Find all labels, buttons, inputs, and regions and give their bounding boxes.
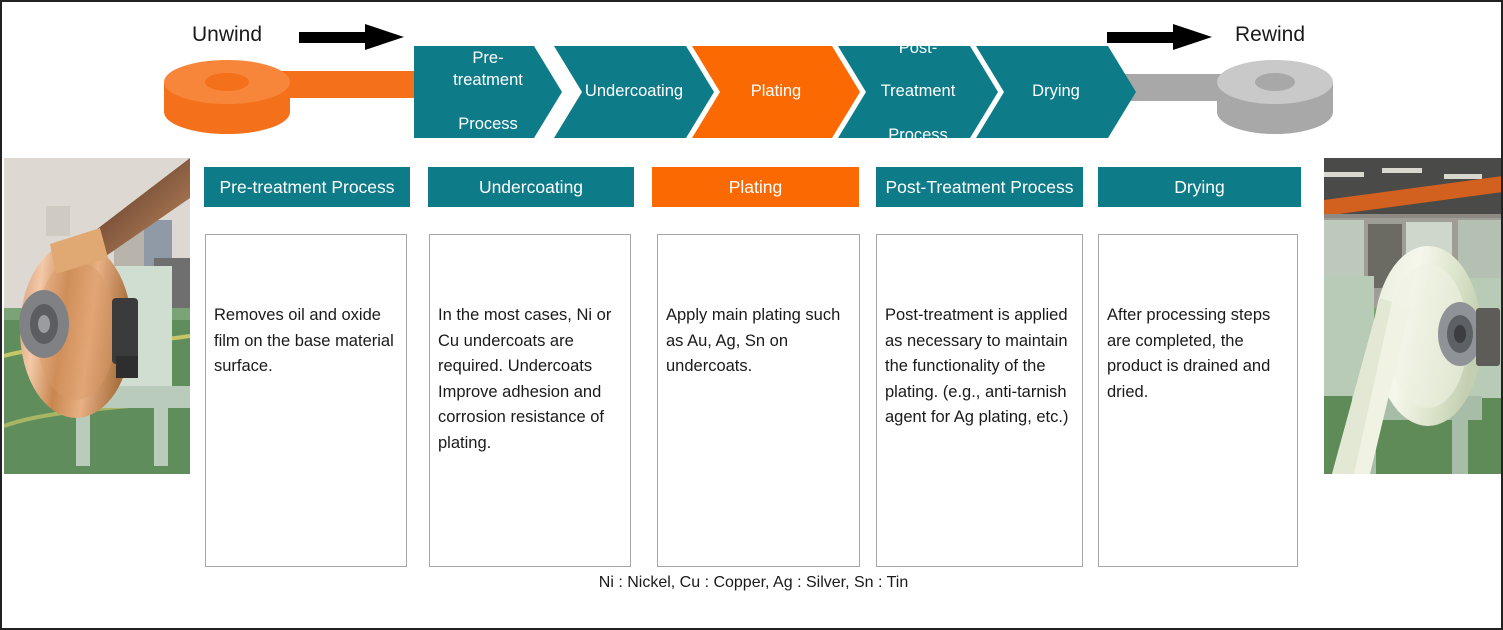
rewind-label: Rewind: [1235, 23, 1306, 46]
card-header[interactable]: Post-Treatment Process: [876, 167, 1083, 207]
card-body: After processing steps are completed, th…: [1098, 234, 1298, 567]
card-description: Apply main plating such as Au, Ag, Sn on…: [666, 306, 841, 376]
chevron-label: Post- Treatment Process: [853, 38, 984, 144]
chevron-label-line: Pre-treatment: [453, 49, 523, 90]
card-pre-treatment-process: Pre-treatment Process Removes oil and ox…: [204, 167, 410, 567]
card-description: After processing steps are completed, th…: [1107, 306, 1271, 401]
arrow-right-icon: [299, 24, 404, 50]
card-header[interactable]: Undercoating: [428, 167, 634, 207]
card-description: In the most cases, Ni or Cu undercoats a…: [438, 306, 612, 452]
card-description: Removes oil and oxide film on the base m…: [214, 306, 394, 376]
chevron-label-line: Process: [458, 114, 518, 133]
card-undercoating: Undercoating In the most cases, Ni or Cu…: [428, 167, 634, 567]
card-plating: Plating Apply main plating such as Au, A…: [652, 167, 860, 567]
chevron-label-line: Post-: [898, 38, 938, 57]
arrow-right-icon: [1107, 24, 1212, 50]
chevron-label-line: Process: [888, 125, 948, 144]
chevron-label-line: Treatment: [880, 82, 956, 101]
unwind-photo: [4, 158, 190, 474]
card-post-treatment-process: Post-Treatment Process Post-treatment is…: [876, 167, 1083, 567]
card-body: Removes oil and oxide film on the base m…: [205, 234, 407, 567]
card-body: Apply main plating such as Au, Ag, Sn on…: [657, 234, 860, 567]
card-header[interactable]: Plating: [652, 167, 859, 207]
plated-coil-icon: [1217, 60, 1333, 134]
chevron-label: Undercoating: [584, 82, 684, 101]
copper-coil-icon: [164, 60, 290, 134]
card-title: Drying: [1174, 176, 1225, 197]
card-title: Plating: [728, 176, 783, 197]
process-flow-band: Unwind Rewind: [2, 2, 1501, 154]
card-drying: Drying After processing steps are comple…: [1098, 167, 1301, 567]
chevron-step-pre-treatment-process[interactable]: Pre-treatment Process: [414, 46, 562, 138]
card-header[interactable]: Drying: [1098, 167, 1301, 207]
chevron-label: Drying: [1032, 82, 1080, 101]
unwind-label: Unwind: [192, 23, 263, 46]
card-title: Undercoating: [478, 176, 584, 197]
card-header[interactable]: Pre-treatment Process: [204, 167, 410, 207]
process-chevron-group: Pre-treatment Process Undercoating Plati…: [414, 46, 1136, 138]
legend-footnote: Ni : Nickel, Cu : Copper, Ag : Silver, S…: [598, 574, 909, 591]
card-title: Post-Treatment Process: [885, 176, 1074, 197]
card-description: Post-treatment is applied as necessary t…: [885, 306, 1069, 427]
card-title: Pre-treatment Process: [219, 176, 395, 197]
chevron-label: Pre-treatment Process: [414, 48, 562, 135]
rewind-photo: [1324, 158, 1501, 474]
card-body: In the most cases, Ni or Cu undercoats a…: [429, 234, 631, 567]
card-body: Post-treatment is applied as necessary t…: [876, 234, 1083, 567]
chevron-label: Plating: [750, 82, 802, 101]
chevron-step-plating[interactable]: Plating: [692, 46, 860, 138]
